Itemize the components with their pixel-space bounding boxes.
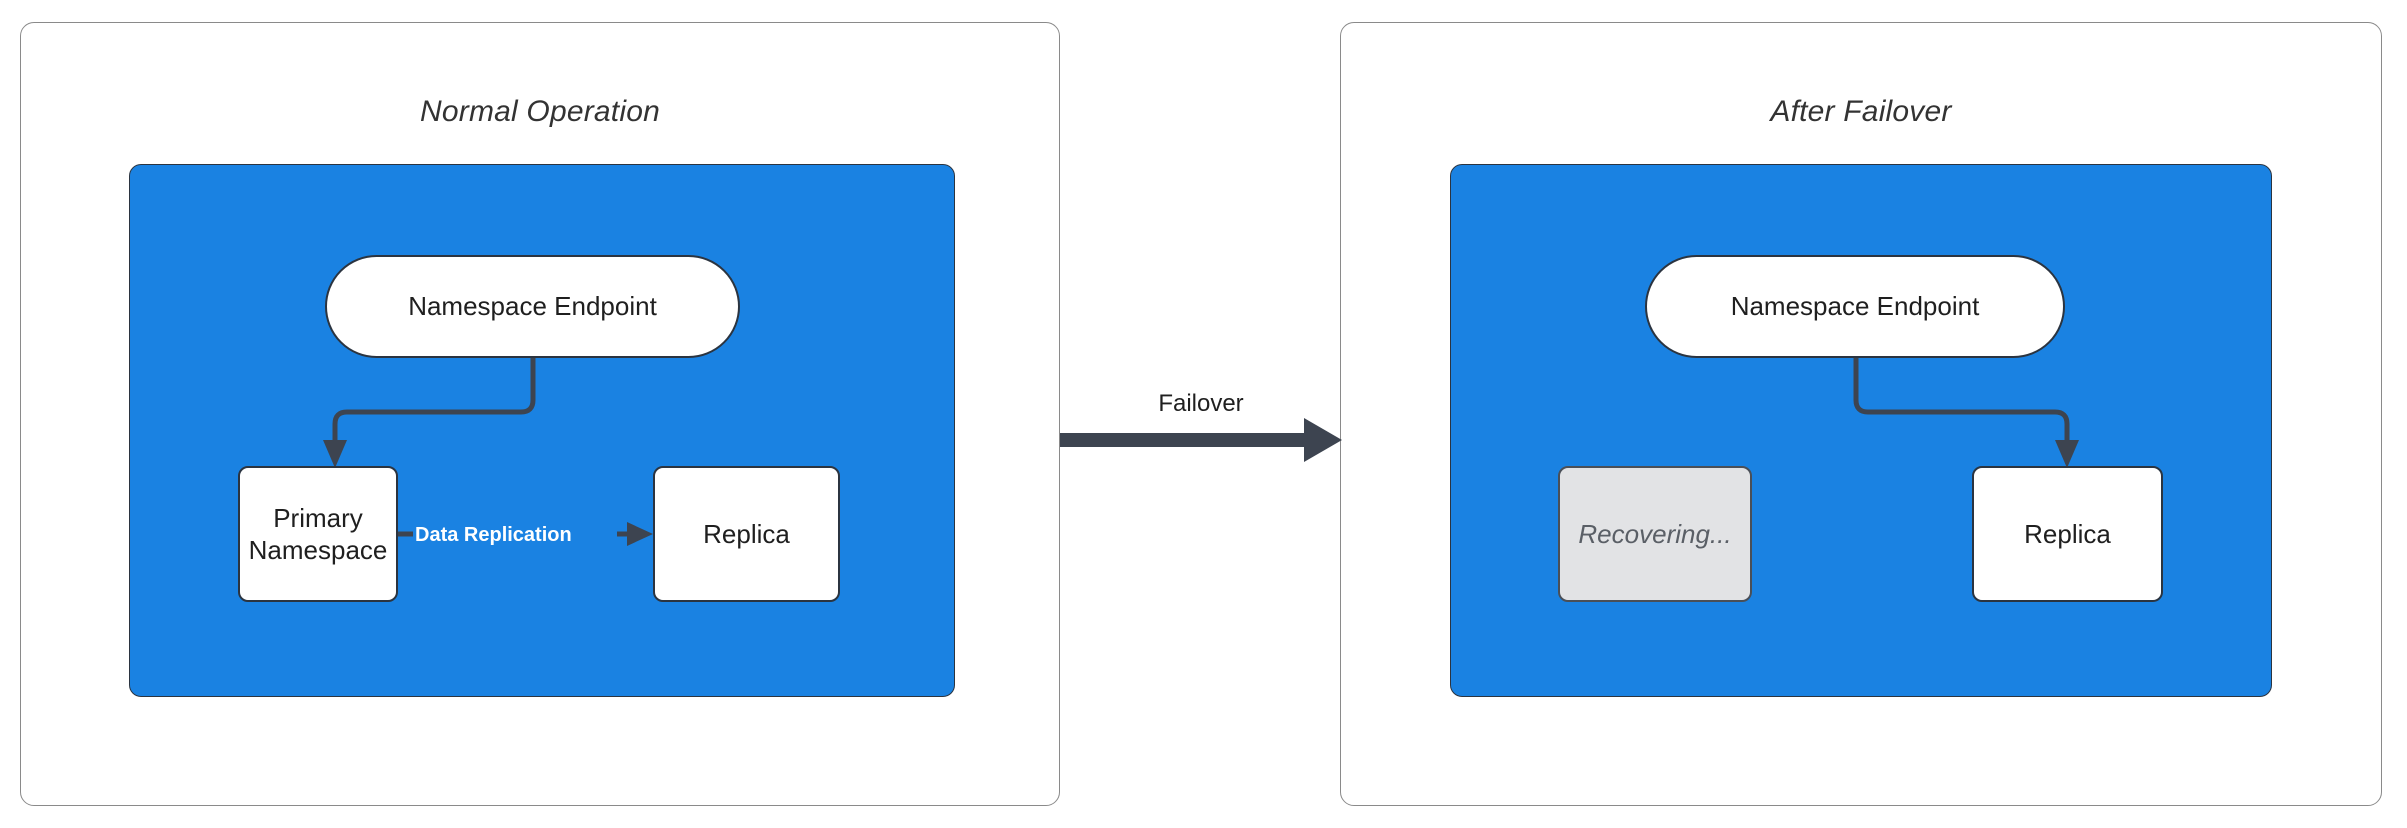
failover-arrowhead [1304,418,1342,462]
node-label: Namespace Endpoint [408,291,657,322]
panel-title-normal-operation: Normal Operation [420,95,660,128]
node-replica-left[interactable]: Replica [653,466,840,602]
node-label: Namespace Endpoint [1730,291,1980,322]
panel-title-after-failover: After Failover [1770,95,1952,128]
node-namespace-endpoint-right[interactable]: Namespace Endpoint [1645,255,2065,358]
failover-label: Failover [1158,390,1244,417]
node-primary-namespace[interactable]: Primary Namespace [238,466,398,602]
failover-arrow-icon [1060,418,1342,462]
edge-label-data-replication: Data Replication [415,524,572,546]
node-label: Replica [2024,518,2111,549]
node-label: Replica [703,518,790,549]
failover-transition: Failover [1060,390,1342,480]
cluster-box-primary-region [129,164,955,697]
node-replica-right[interactable]: Replica [1972,466,2163,602]
cluster-box-failover-region [1450,164,2272,697]
node-label-line2: Namespace [248,535,388,565]
node-label: Primary Namespace [249,502,388,567]
node-label: Recovering... [1578,518,1732,549]
node-namespace-endpoint-left[interactable]: Namespace Endpoint [325,255,740,358]
node-label-line1: Primary [273,502,363,533]
node-recovering[interactable]: Recovering... [1558,466,1752,602]
